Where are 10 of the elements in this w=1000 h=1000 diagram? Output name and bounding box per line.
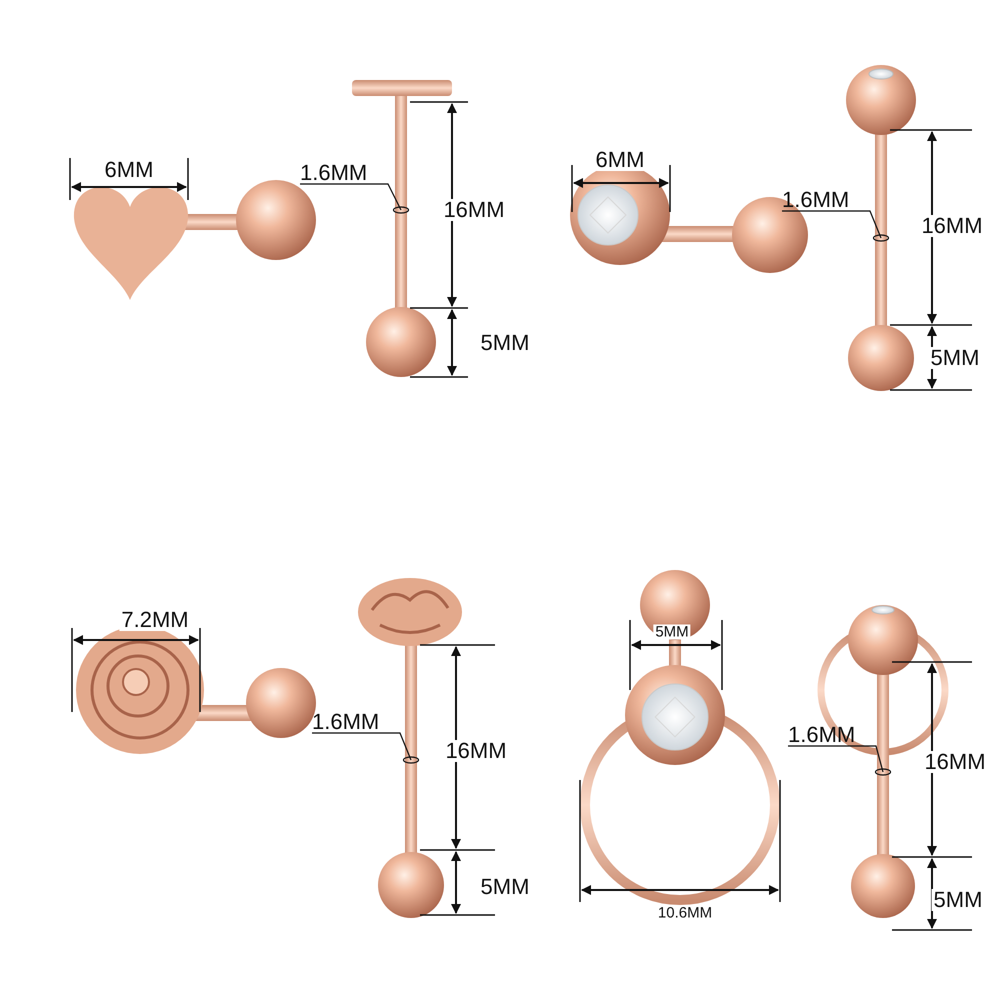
dimension-label: 5MM [653,624,691,640]
dimension-label: 6MM [594,149,646,171]
dimension-text: 1.6MM [300,162,368,184]
leader-line [300,183,410,214]
dimension-text: 1.6MM [312,711,380,733]
leader-line [782,210,890,242]
dimension-text: 1.6MM [788,724,856,746]
leader-line [788,745,892,776]
leader-line [312,732,420,764]
dimension-text: 1.6MM [782,189,850,211]
